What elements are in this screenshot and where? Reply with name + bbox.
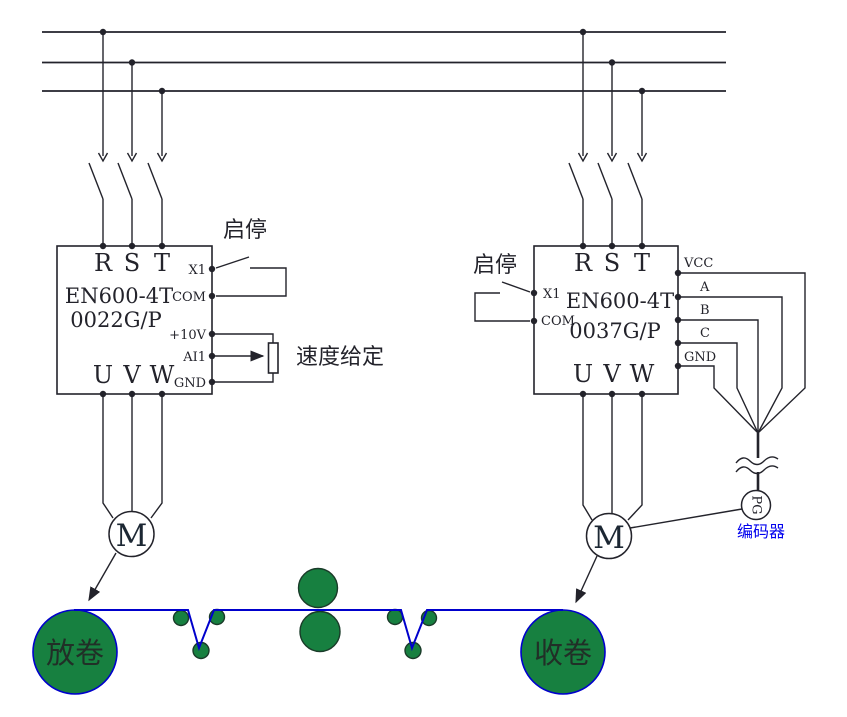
left-motor-label: M	[116, 518, 148, 554]
left-breaker-arrowheads	[97, 152, 168, 163]
material-web-line	[74, 609, 563, 652]
right-inverter-terminal-U: U	[573, 360, 593, 388]
right-inverter-terminal-C: C	[700, 326, 710, 341]
left-motor-drive-arrow	[88, 552, 117, 602]
nip-rollers	[297, 567, 341, 653]
rewind-label: 收卷	[534, 636, 592, 670]
right-inverter-model-line2: 0037G/P	[569, 319, 660, 343]
left-inverter-terminal-COM: COM	[172, 290, 206, 305]
right-inverter-terminal-V: V	[602, 360, 621, 388]
left-inverter-terminal-AI1: AI1	[182, 350, 206, 365]
rewind-roller: 收卷	[520, 609, 606, 695]
left-inverter-model-line1: EN600-4T	[65, 284, 173, 308]
left-motor-leads	[102, 394, 163, 519]
right-motor-drive-arrow	[575, 555, 598, 604]
right-motor-leads	[582, 394, 643, 521]
left-inverter-terminal-10V: +10V	[169, 328, 206, 343]
left-inverter-model-line2: 0022G/P	[70, 308, 161, 332]
encoder-caption: 编码器	[737, 522, 785, 541]
speed-reference-label: 速度给定	[296, 345, 384, 370]
encoder-pg-label: PG	[749, 495, 764, 514]
left-supply-drop	[88, 28, 168, 250]
left-inverter-terminal-T: T	[154, 249, 170, 277]
unwind-label: 放卷	[46, 636, 104, 670]
right-inverter-terminal-COM: COM	[541, 314, 575, 329]
right-inverter-model-line1: EN600-4T	[566, 289, 674, 313]
right-inverter-terminal-R: R	[574, 249, 593, 277]
right-inverter-terminal-T: T	[634, 249, 650, 277]
left-inverter-terminal-W: W	[150, 361, 175, 389]
right-motor-label: M	[593, 520, 625, 556]
right-inverter-terminal-GND: GND	[684, 350, 716, 365]
left-dancer-rollers	[172, 608, 226, 660]
right-inverter-terminal-B: B	[700, 303, 710, 318]
left-inverter-terminal-U: U	[93, 361, 113, 389]
right-inverter-terminal-W: W	[630, 360, 655, 388]
right-inverter-terminal-S: S	[604, 249, 620, 277]
right-motor: M	[585, 512, 633, 560]
left-inverter-terminal-V: V	[122, 361, 141, 389]
right-start-stop-label: 启停	[473, 253, 517, 278]
encoder-wires	[678, 272, 806, 491]
right-breaker-arrowheads	[577, 152, 648, 163]
right-inverter-terminal-VCC: VCC	[683, 256, 713, 271]
right-inverter-terminal-A: A	[699, 280, 710, 295]
left-inverter-terminal-R: R	[94, 249, 113, 277]
right-inverter-box: R S T EN600-4T 0037G/P U V W X1 COM VCC …	[530, 245, 716, 398]
three-phase-bus-lines	[42, 31, 726, 92]
left-breaker-blades	[88, 162, 163, 200]
encoder-symbol: PG 编码器	[737, 489, 785, 541]
left-motor: M	[108, 510, 155, 558]
potentiometer-body	[267, 342, 279, 374]
left-start-stop-label: 启停	[223, 218, 267, 243]
left-inverter-box: R S T EN600-4T 0022G/P U V W X1 COM +10V…	[56, 245, 216, 398]
left-inverter-terminal-S: S	[124, 249, 140, 277]
right-start-stop-switch: 启停	[473, 253, 531, 322]
right-supply-drop	[568, 28, 648, 250]
right-breaker-blades	[568, 162, 643, 200]
unwind-roller: 放卷	[32, 609, 118, 695]
left-start-stop-switch: 启停	[215, 218, 287, 297]
left-inverter-terminal-GND: GND	[174, 376, 206, 391]
motor-encoder-link	[629, 508, 743, 529]
right-inverter-terminal-X1: X1	[543, 287, 561, 302]
cable-break-symbol	[735, 456, 779, 466]
right-dancer-rollers	[386, 608, 438, 660]
speed-potentiometer: 速度给定	[212, 333, 384, 383]
left-inverter-terminal-X1: X1	[188, 263, 206, 278]
